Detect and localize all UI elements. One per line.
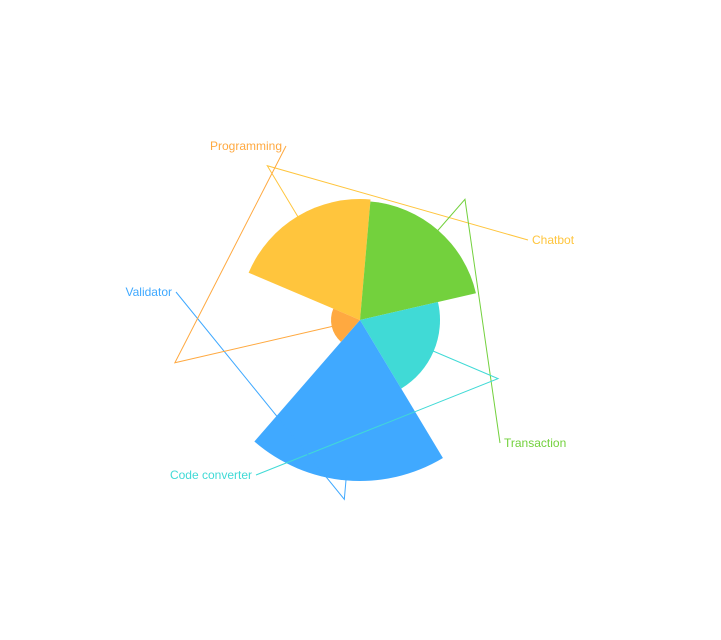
sector-label-programming: Programming [210, 139, 282, 153]
sector-label-validator: Validator [126, 285, 172, 299]
leader-line-programming [173, 145, 335, 364]
sector-label-chatbot: Chatbot [532, 233, 575, 247]
leader-line-chatbot [266, 164, 529, 241]
rose-sector-transaction[interactable] [360, 201, 476, 320]
chart-sectors [248, 198, 476, 481]
leader-line-validator [175, 291, 348, 501]
chart-leader-lines [173, 145, 529, 501]
sector-label-transaction: Transaction [504, 436, 566, 450]
rose-sector-code-converter[interactable] [360, 302, 441, 389]
sector-label-code-converter: Code converter [170, 468, 252, 482]
rose-sector-chatbot[interactable] [248, 198, 371, 320]
leader-line-code-converter [255, 348, 500, 476]
rose-sector-validator[interactable] [254, 320, 443, 481]
leader-line-transaction [431, 198, 501, 444]
rose-sector-programming[interactable] [331, 308, 360, 342]
